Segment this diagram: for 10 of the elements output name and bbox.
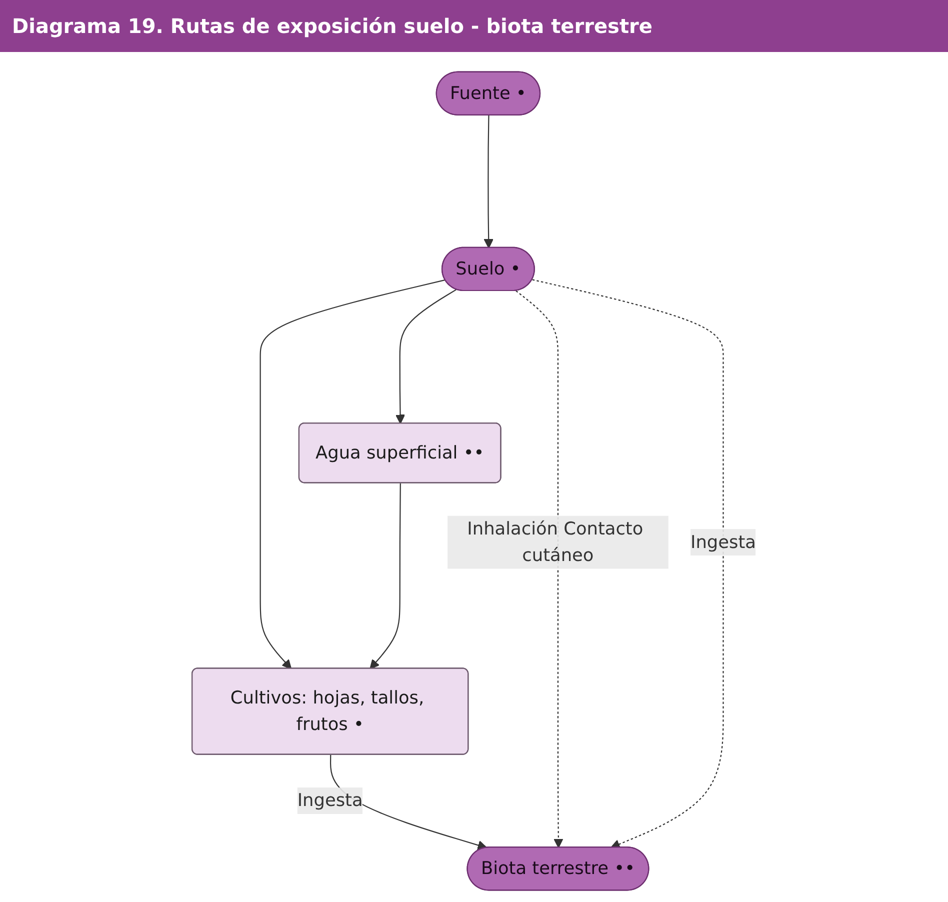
arrow (395, 289, 457, 424)
arrow (370, 483, 401, 670)
title-bar: Diagrama 19. Rutas de exposición suelo - biota terrestre (0, 0, 948, 52)
arrow (484, 115, 494, 248)
edge-label: Ingesta (690, 531, 756, 552)
arrow (516, 290, 564, 848)
arrow (532, 279, 724, 849)
arrow (260, 279, 446, 670)
edge-label: Ingesta (297, 790, 363, 811)
edge-label: Inhalación Contacto cutáneo (467, 518, 644, 566)
